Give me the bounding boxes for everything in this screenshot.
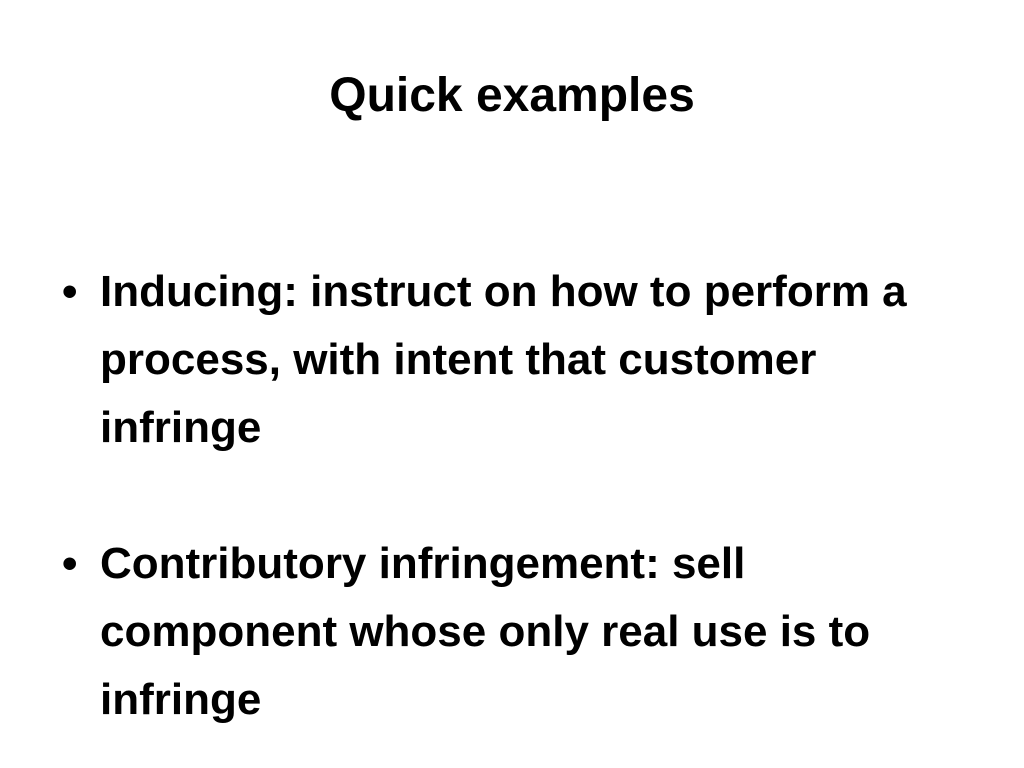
bullet-marker: •: [62, 539, 78, 588]
bullet-list: • Inducing: instruct on how to perform a…: [62, 258, 962, 734]
slide-title: Quick examples: [329, 69, 695, 122]
bullet-item-inducing: • Inducing: instruct on how to perform a…: [62, 258, 962, 462]
bullet-text: Inducing: instruct on how to perform a p…: [100, 267, 907, 452]
bullet-text: Contributory infringement: sell componen…: [100, 539, 871, 724]
bullet-marker: •: [62, 267, 78, 316]
bullet-item-contributory: • Contributory infringement: sell compon…: [62, 530, 962, 734]
